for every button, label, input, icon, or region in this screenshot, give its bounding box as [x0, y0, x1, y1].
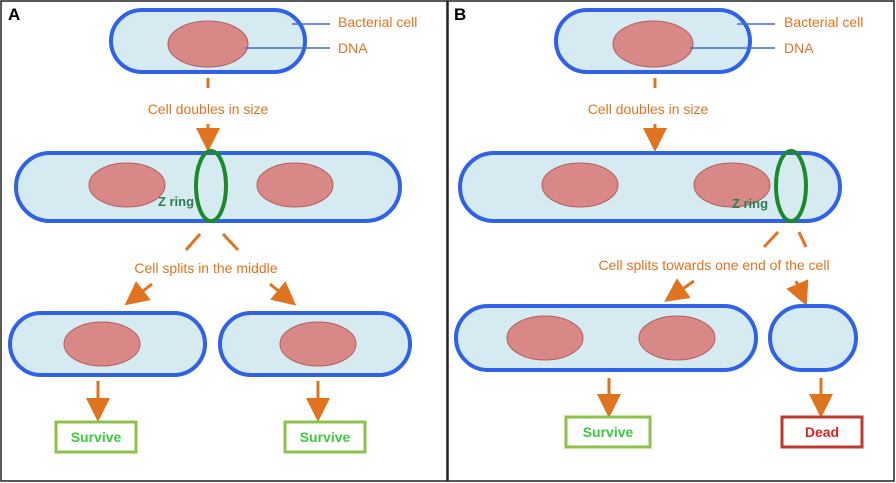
panel-a-z-ring: [194, 149, 228, 223]
panel-a-survive-left-label: Survive: [71, 429, 122, 445]
panel-b-doubled-cell: [458, 151, 842, 223]
panel-a-survive-box-left: [54, 420, 138, 454]
panel-a-daughter-left-dna: [63, 321, 141, 367]
panel-b-dead-label: Dead: [805, 424, 839, 440]
panel-a-survive-box-right: [283, 420, 367, 454]
panel-b-letter: B: [454, 5, 466, 24]
panel-a-step-doubles: Cell doubles in size: [148, 101, 269, 117]
panel-a-letter: A: [8, 5, 20, 24]
panel-a-step-splits: Cell splits in the middle: [134, 260, 277, 276]
panel-a-daughter-right-dna: [279, 321, 357, 367]
panel-b-survive-label: Survive: [583, 424, 634, 440]
panel-b-z-ring-label: Z ring: [732, 196, 768, 211]
panel-b-step-doubles: Cell doubles in size: [588, 101, 709, 117]
panel-a-z-ring-label: Z ring: [158, 194, 194, 209]
panel-b-daughter-long-dna-left: [506, 315, 584, 361]
panel-b-split-stub-right: [797, 231, 808, 248]
panel-a-label-dna: DNA: [338, 40, 368, 56]
panel-b-daughter-small: [768, 304, 858, 372]
panel-b-label-bacterial-cell: Bacterial cell: [784, 14, 863, 30]
panel-a-frame: [0, 0, 448, 482]
panel-b-z-ring: [774, 149, 808, 223]
panel-b-arrow-left: [664, 278, 695, 302]
panel-b-daughter-long-dna-right: [638, 315, 716, 361]
panel-a-arrow-left: [124, 281, 153, 306]
panel-a-split-stub-right: [221, 232, 240, 252]
panel-b-split-stub-left: [762, 230, 780, 249]
panel-a-survive-right-label: Survive: [300, 429, 351, 445]
panel-a-arrow-right: [269, 281, 297, 306]
panel-b-dead-box: [780, 415, 864, 449]
panel-b-label-dna: DNA: [784, 40, 814, 56]
panel-a-dna-left: [88, 162, 166, 208]
panel-a-label-bacterial-cell: Bacterial cell: [338, 14, 417, 30]
panel-b-dna: [612, 20, 694, 68]
panel-a-dna: [167, 20, 249, 68]
panel-b-dna-left: [541, 162, 619, 208]
panel-b-survive-box: [564, 415, 652, 449]
panel-a-doubled-cell: [14, 151, 402, 223]
panel-b-dna-right: [693, 162, 771, 208]
panel-a-dna-right: [256, 162, 334, 208]
panel-b-arrow-right: [786, 279, 809, 307]
panel-b-frame: [447, 0, 895, 482]
panel-b-step-splits: Cell splits towards one end of the cell: [598, 257, 829, 273]
panel-a-split-stub-left: [184, 233, 202, 251]
